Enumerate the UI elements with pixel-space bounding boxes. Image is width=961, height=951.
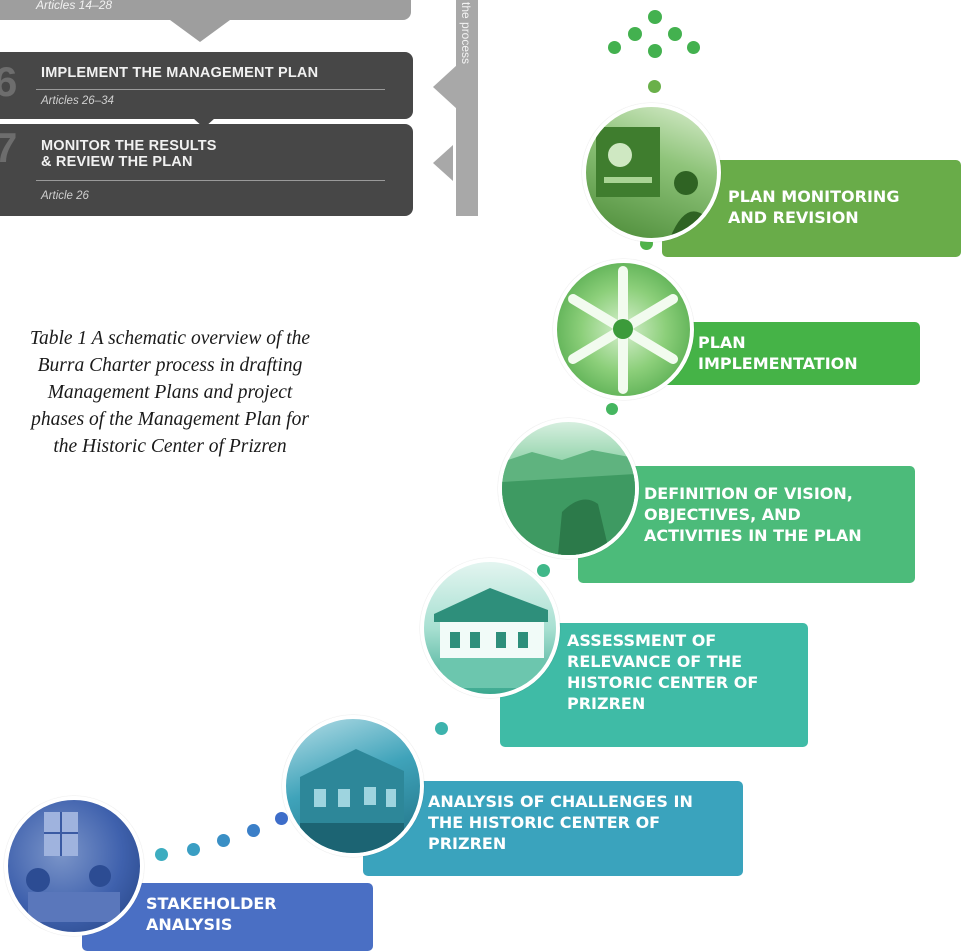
step-3-line-4: PRIZREN xyxy=(567,694,646,713)
connector-dot xyxy=(628,27,642,41)
burra-step-6-number: 6 xyxy=(0,58,18,105)
step-4-line-2: OBJECTIVES, AND xyxy=(644,505,801,524)
connector-dot xyxy=(606,403,618,415)
step-4-line-1: DEFINITION OF VISION, xyxy=(644,484,853,503)
historic-house-photo-icon xyxy=(434,588,548,688)
step-3-line-3: HISTORIC CENTER OF xyxy=(567,673,759,692)
burra-step-6-articles: Articles 26–34 xyxy=(41,95,114,107)
connector-dot xyxy=(668,27,682,41)
table-caption: Table 1 A schematic overview of the Burr… xyxy=(0,325,380,460)
burra-step-6-title: IMPLEMENT THE MANAGEMENT PLAN xyxy=(41,65,319,81)
caption-line-3: Management Plans and project xyxy=(47,382,293,403)
step-4-line-3: ACTIVITIES IN THE PLAN xyxy=(644,526,862,545)
step-3-line-1: ASSESSMENT OF xyxy=(567,631,717,650)
connector-dot xyxy=(187,843,200,856)
burra-previous-step-bar: Articles 14–28 xyxy=(0,0,411,20)
step-4-photo xyxy=(498,418,639,559)
burra-step-7-number: 7 xyxy=(0,124,18,171)
step-2-line-3: PRIZREN xyxy=(428,834,507,853)
connector-dot xyxy=(648,44,662,58)
connector-dot xyxy=(247,824,260,837)
burra-step-7-title-line2: & REVIEW THE PLAN xyxy=(41,154,193,170)
burra-process-bar xyxy=(456,0,478,216)
connector-dot xyxy=(217,834,230,847)
step-1-photo xyxy=(4,796,144,936)
burra-step-7: 7 MONITOR THE RESULTS & REVIEW THE PLAN … xyxy=(0,124,413,216)
step-3-photo xyxy=(420,558,560,698)
connector-dot xyxy=(275,812,288,825)
burra-step-6-divider xyxy=(36,89,385,90)
connector-dot xyxy=(435,722,448,735)
burra-step-6: 6 IMPLEMENT THE MANAGEMENT PLAN Articles… xyxy=(0,52,413,119)
step-3-line-2: RELEVANCE OF THE xyxy=(567,652,743,671)
step-5-line-2: IMPLEMENTATION xyxy=(698,354,858,373)
caption-line-1: Table 1 A schematic overview of the xyxy=(29,328,311,349)
connector-dot xyxy=(608,41,621,54)
old-building-photo-icon xyxy=(300,749,404,853)
burra-charter-excerpt: Articles 14–28 6 IMPLEMENT THE MANAGEMEN… xyxy=(0,0,495,222)
burra-step-7-articles: Article 26 xyxy=(41,190,89,202)
step-1-line-1: STAKEHOLDER xyxy=(146,894,277,913)
burra-small-down-arrow xyxy=(193,118,215,128)
step-2-line-1: ANALYSIS OF CHALLENGES IN xyxy=(428,792,693,811)
connector-dot xyxy=(648,80,661,93)
burra-step-7-title-line1: MONITOR THE RESULTS xyxy=(41,138,217,154)
step-2-photo xyxy=(282,715,424,857)
caption-line-5: the Historic Center of Prizren xyxy=(53,436,287,457)
step-6-line-1: PLAN MONITORING xyxy=(728,187,900,206)
city-view-photo-icon xyxy=(502,450,635,555)
burra-down-arrow xyxy=(170,20,230,42)
burra-process-arrow-2 xyxy=(433,145,453,181)
caption-line-4: phases of the Management Plan for xyxy=(31,409,309,430)
step-2-line-2: THE HISTORIC CENTER OF xyxy=(428,813,661,832)
connector-dot xyxy=(537,564,550,577)
step-5-line-1: PLAN xyxy=(698,333,746,352)
caption-line-2: Burra Charter process in drafting xyxy=(37,355,303,376)
step-6-line-2: AND REVISION xyxy=(728,208,859,227)
hands-circle-photo-icon xyxy=(568,266,678,394)
meeting-photo-icon xyxy=(26,812,120,922)
connector-dot xyxy=(155,848,168,861)
burra-top-articles: Articles 14–28 xyxy=(36,0,113,12)
step-6-photo xyxy=(582,103,721,242)
connector-dot xyxy=(687,41,700,54)
monitoring-screen-photo-icon xyxy=(596,127,717,238)
step-5-photo xyxy=(553,259,694,400)
burra-process-label: the process xyxy=(459,2,473,65)
connector-dot xyxy=(648,10,662,24)
step-analysis-of-challenges: ANALYSIS OF CHALLENGES IN THE HISTORIC C… xyxy=(363,781,743,876)
burra-step-7-divider xyxy=(36,180,385,181)
burra-process-arrow-1 xyxy=(433,65,457,109)
step-1-line-2: ANALYSIS xyxy=(146,915,233,934)
